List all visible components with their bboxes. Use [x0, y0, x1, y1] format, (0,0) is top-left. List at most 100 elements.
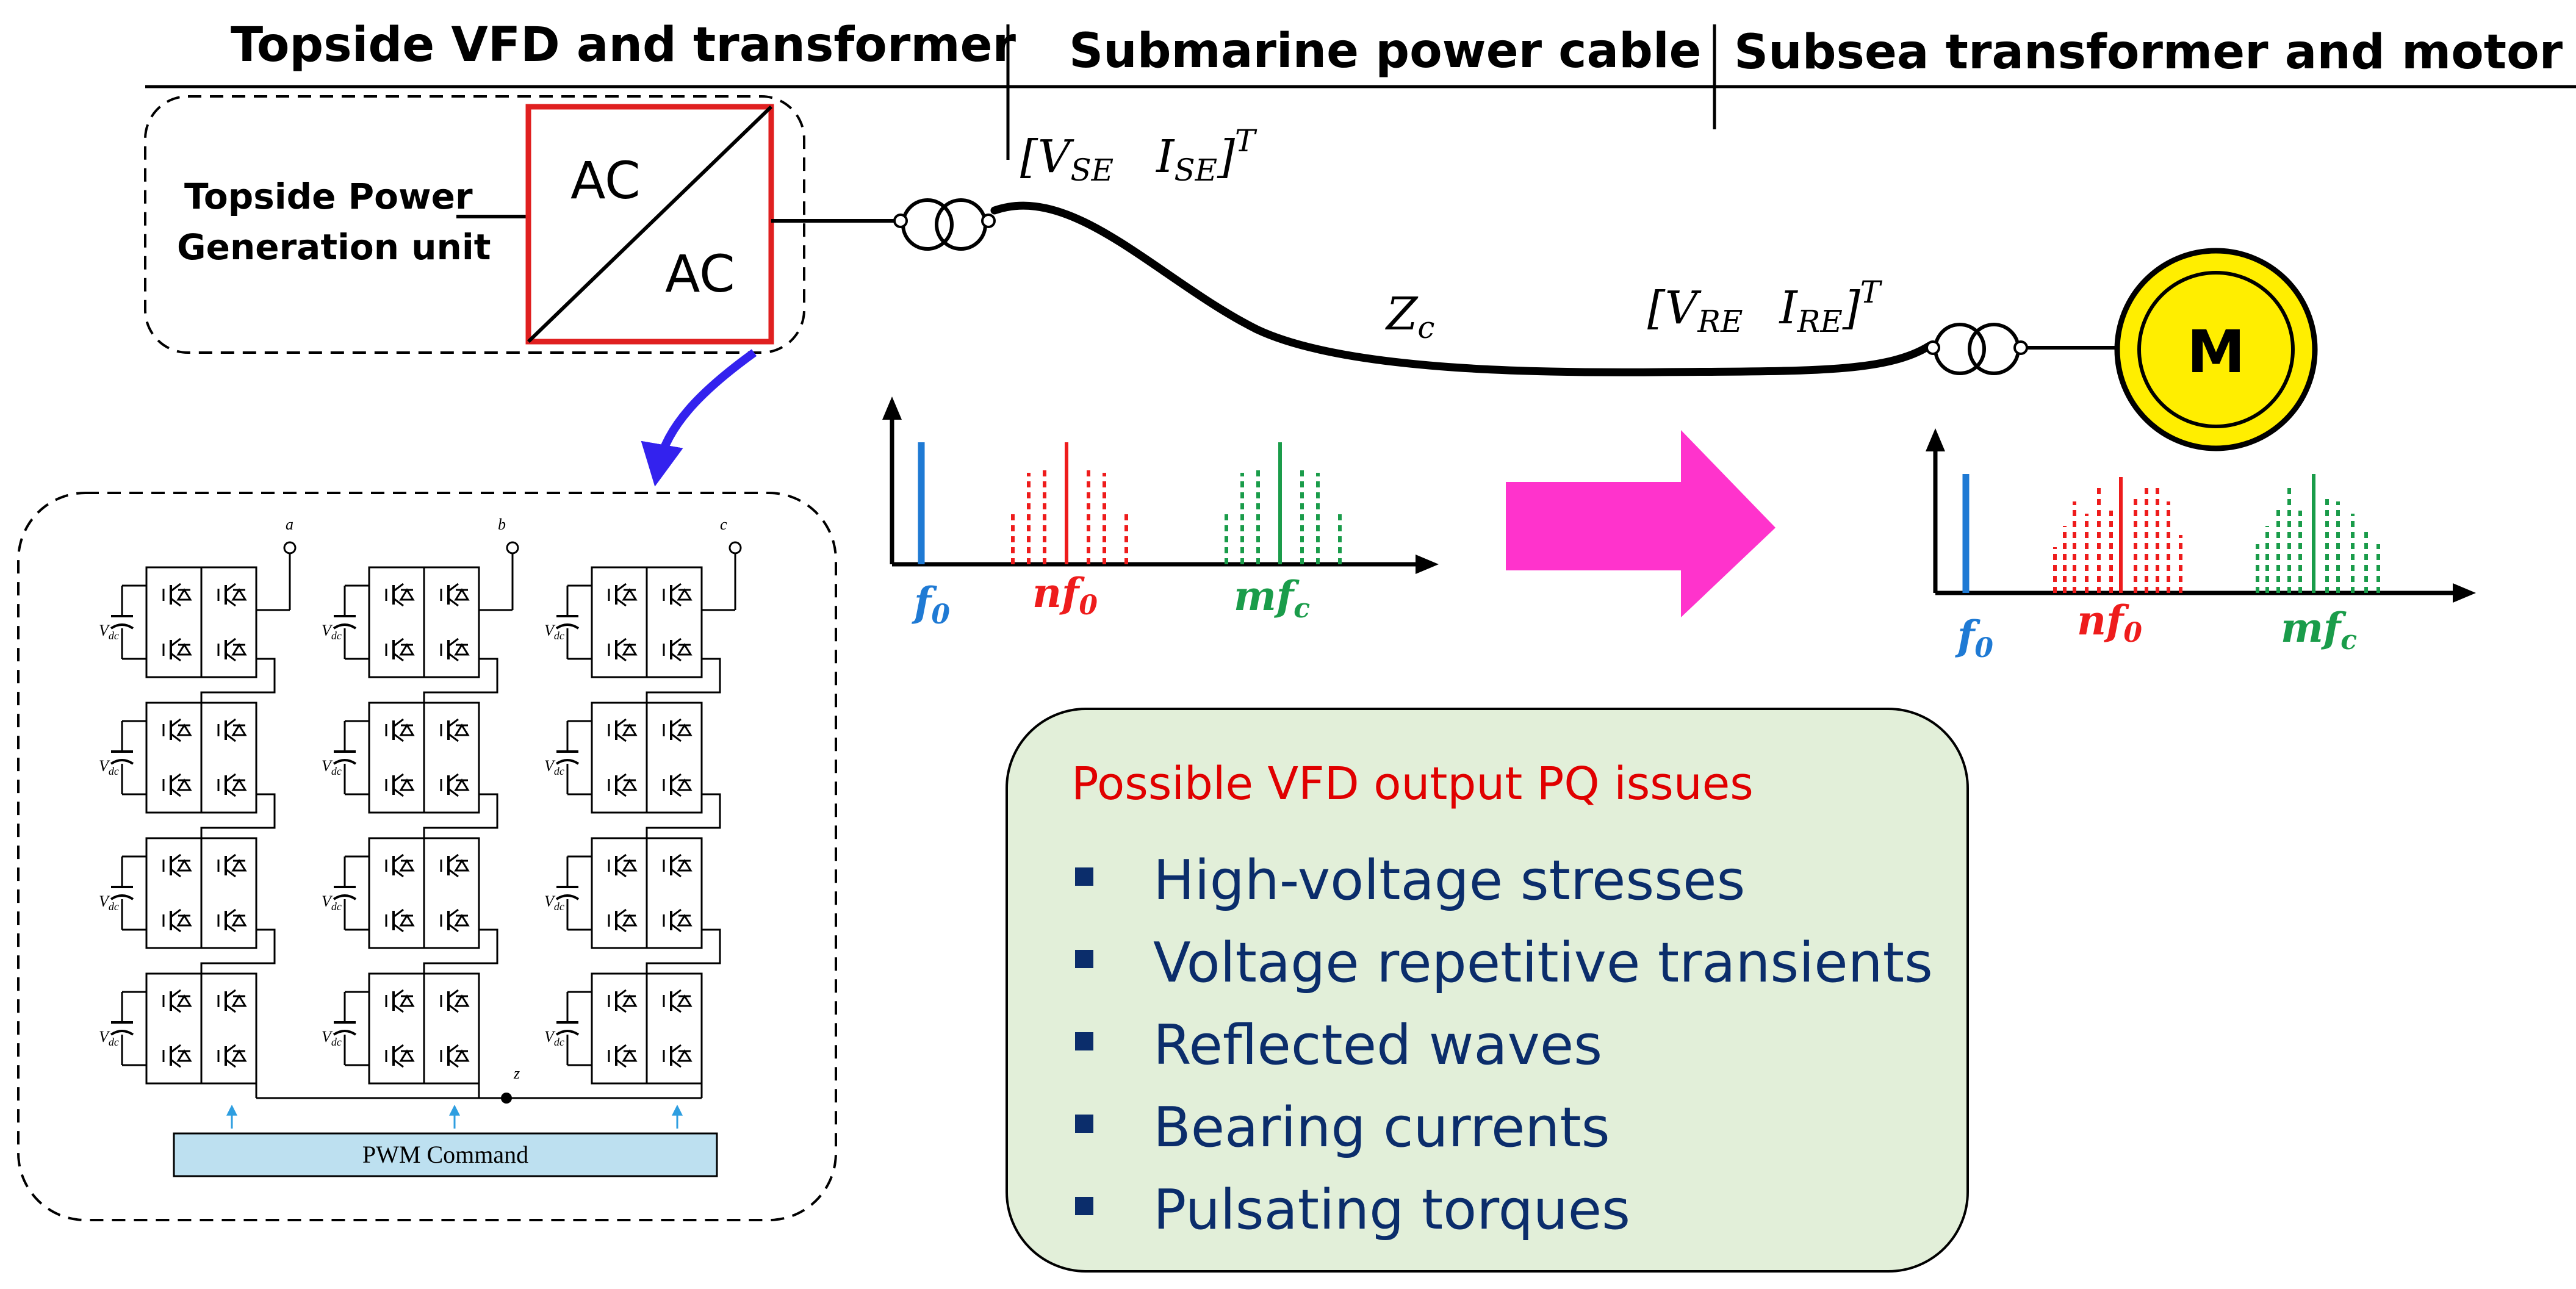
svg-text:nf0: nf0 — [1032, 569, 1098, 621]
h-bridge-cell: Vdc — [99, 837, 276, 974]
svg-text:f0: f0 — [912, 578, 950, 630]
capacitor-icon — [333, 1030, 357, 1036]
svg-text:nf0: nf0 — [2077, 597, 2142, 648]
series-link-wire — [646, 928, 721, 974]
capacitor-icon — [110, 894, 134, 900]
header-subsea: Subsea transformer and motor — [1734, 25, 2563, 80]
igbt-switch-icon — [608, 637, 637, 662]
igbt-switch-icon — [162, 908, 192, 933]
frequency-axis-arrow-icon — [1416, 555, 1439, 574]
spectrum-receiving-labels: f0 nf0 mfc — [1955, 597, 2357, 664]
pq-issues-panel — [1006, 708, 1969, 1273]
inverter-labels: a b c z — [286, 515, 727, 1082]
capacitor-icon — [555, 1030, 580, 1036]
igbt-switch-icon — [663, 773, 692, 797]
igbt-switch-icon — [162, 989, 192, 1013]
svg-text:f0: f0 — [1955, 612, 1993, 664]
h-bridge-cell: Vdc — [99, 972, 257, 1085]
h-bridge-cell: Vdc — [99, 702, 276, 838]
propagation-arrow — [1506, 430, 1775, 617]
spectrum-receiving-end — [1926, 428, 2476, 603]
magnitude-axis-arrow-icon — [882, 397, 902, 420]
header-topside: Topside VFD and transformer — [231, 18, 1016, 73]
pq-issue-item: Bearing currents — [1153, 1096, 1610, 1160]
capacitor-icon — [333, 759, 357, 765]
pwm-command-label: PWM Command — [362, 1141, 528, 1168]
capacitor-icon — [555, 759, 580, 765]
topside-unit-line2: Generation unit — [177, 226, 491, 268]
phase-terminal-icon — [283, 541, 297, 555]
capacitor-icon — [333, 894, 357, 900]
series-link-wire — [646, 793, 721, 838]
capacitor-icon — [110, 759, 134, 765]
capacitor-icon — [555, 623, 580, 630]
motor-label: M — [2187, 318, 2245, 386]
h-bridge-cell: Vdc — [322, 702, 498, 838]
capacitor-icon — [110, 1030, 134, 1036]
magnitude-axis-arrow-icon — [1926, 428, 1945, 451]
cable-impedance: Zc — [1385, 288, 1434, 345]
igbt-switch-icon — [217, 583, 246, 607]
series-link-wire — [200, 793, 276, 838]
subsea-transformer-icon — [1926, 323, 2028, 375]
pq-issue-item: Voltage repetitive transients — [1153, 931, 1933, 995]
h-bridge-cell: Vdc — [322, 566, 498, 703]
igbt-switch-icon — [217, 1044, 246, 1068]
h-bridge-cell: Vdc — [544, 972, 703, 1085]
igbt-switch-icon — [217, 773, 246, 797]
spectrum-sending-end — [882, 397, 1439, 574]
igbt-switch-icon — [663, 853, 692, 878]
igbt-switch-icon — [440, 989, 469, 1013]
igbt-switch-icon — [663, 989, 692, 1013]
bullet-icon — [1075, 1115, 1093, 1133]
pq-issues-list: High-voltage stresses Voltage repetitive… — [1075, 849, 1933, 1242]
converter-output-label: AC — [665, 244, 735, 304]
igbt-switch-icon — [162, 718, 192, 742]
igbt-switch-icon — [385, 583, 414, 607]
header-cable: Submarine power cable — [1069, 24, 1702, 79]
igbt-switch-icon — [162, 637, 192, 662]
igbt-switch-icon — [217, 989, 246, 1013]
svg-text:mfc: mfc — [2281, 604, 2357, 656]
igbt-switch-icon — [217, 853, 246, 878]
capacitor-icon — [110, 623, 134, 630]
igbt-switch-icon — [217, 637, 246, 662]
bullet-icon — [1075, 1197, 1093, 1215]
igbt-switch-icon — [385, 637, 414, 662]
h-bridge-cell: Vdc — [99, 566, 276, 703]
igbt-switch-icon — [440, 908, 469, 933]
igbt-switch-icon — [385, 989, 414, 1013]
phase-a-label: a — [286, 515, 293, 533]
h-bridge-cell: Vdc — [544, 702, 721, 838]
igbt-switch-icon — [385, 853, 414, 878]
pq-issue-item: Pulsating torques — [1153, 1178, 1630, 1242]
h-bridge-cell: Vdc — [544, 566, 721, 703]
series-link-wire — [200, 658, 276, 703]
series-link-wire — [646, 658, 721, 703]
igbt-switch-icon — [440, 773, 469, 797]
svg-text:mfc: mfc — [1234, 572, 1310, 624]
series-link-wire — [423, 928, 498, 974]
neutral-point-icon — [501, 1093, 512, 1104]
igbt-switch-icon — [217, 908, 246, 933]
pwm-command-bar — [173, 1132, 718, 1177]
converter-input-label: AC — [570, 151, 641, 210]
igbt-switch-icon — [663, 1044, 692, 1068]
igbt-switch-icon — [385, 773, 414, 797]
h-bridge-cell: Vdc — [322, 972, 480, 1085]
h-bridge-cell: Vdc — [322, 837, 498, 974]
spectrum-sending-labels: f0 nf0 mfc — [912, 569, 1310, 630]
igbt-switch-icon — [608, 718, 637, 742]
topside-transformer-icon — [893, 198, 996, 251]
igbt-switch-icon — [608, 853, 637, 878]
igbt-switch-icon — [440, 853, 469, 878]
converter-diagonal — [527, 105, 773, 343]
igbt-switch-icon — [663, 908, 692, 933]
igbt-switch-icon — [440, 1044, 469, 1068]
phase-b-label: b — [498, 515, 506, 533]
frequency-axis-arrow-icon — [2453, 583, 2476, 603]
